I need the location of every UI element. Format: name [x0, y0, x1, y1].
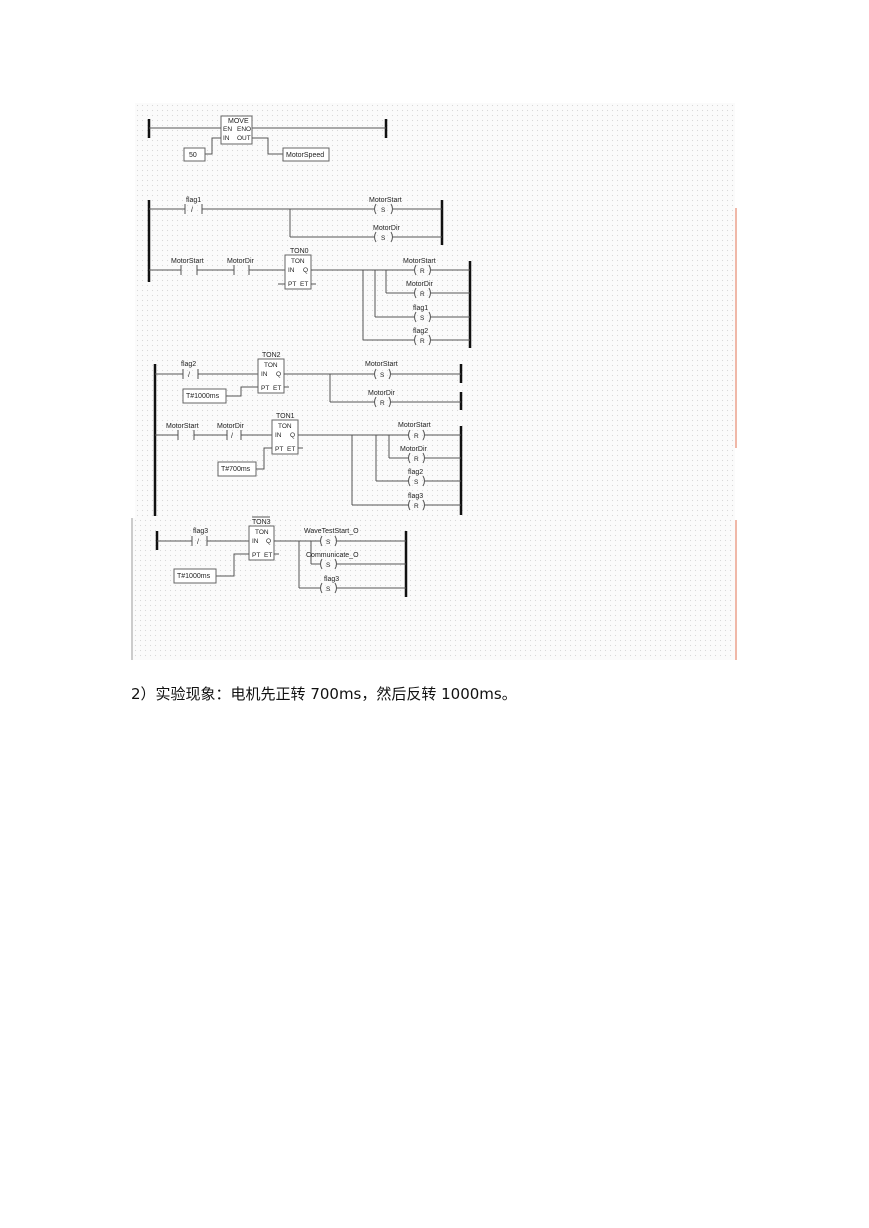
coil-type: S	[326, 586, 331, 593]
timer-type: TON	[264, 362, 278, 369]
move-pin-in: IN	[223, 135, 230, 142]
contact-negation: /	[231, 433, 233, 440]
coil-label: flag2	[413, 328, 428, 335]
coil-label: Communicate_O	[306, 552, 359, 559]
coil-label: flag3	[324, 576, 339, 583]
pt-value: T#700ms	[221, 466, 251, 473]
rung-6: / flag3 TON3 TON IN Q PT ET T#1000ms Wav…	[155, 516, 408, 597]
contact-label: MotorStart	[166, 423, 199, 430]
coil-label: MotorStart	[365, 361, 398, 368]
timer-type: TON	[255, 529, 269, 536]
coil-type: S	[326, 539, 331, 546]
move-title: MOVE	[228, 118, 249, 125]
contact-label: MotorDir	[227, 258, 255, 265]
rung-2: / flag1 MotorStart S MotorDir S	[147, 197, 444, 282]
contact-label-flag1: flag1	[186, 197, 201, 204]
timer-pin-pt: PT	[261, 385, 269, 392]
timer-name: TON1	[276, 413, 295, 420]
timer-pin-q: Q	[290, 432, 295, 439]
timer-name: TON3	[252, 519, 271, 526]
experiment-result-caption: 2）实验现象：电机先正转 700ms，然后反转 1000ms。	[131, 685, 517, 703]
move-pin-eno: ENO	[237, 126, 251, 133]
timer-block	[248, 525, 275, 561]
pt-value-box	[217, 461, 257, 477]
move-in-value: 50	[189, 152, 197, 159]
pt-value-box	[173, 568, 217, 584]
coil-type: S	[381, 207, 386, 214]
timer-pin-in: IN	[275, 432, 282, 439]
move-pin-en: EN	[223, 126, 232, 133]
coil-label: WaveTestStart_O	[304, 528, 359, 535]
timer-type: TON	[278, 423, 292, 430]
coil-type: S	[381, 235, 386, 242]
timer-pin-in: IN	[252, 538, 259, 545]
coil-type: R	[420, 338, 425, 345]
rung-move: MOVE EN ENO IN OUT 50 MotorSpeed	[147, 115, 388, 162]
coil-label: MotorDir	[400, 446, 428, 453]
timer-block	[257, 358, 285, 394]
ladder-panel-top	[135, 103, 735, 518]
timer-name: TON2	[262, 352, 281, 359]
coil-type: R	[414, 503, 419, 510]
timer-pin-pt: PT	[252, 552, 260, 559]
coil-label: MotorStart	[403, 258, 436, 265]
contact-label-flag2: flag2	[181, 361, 196, 368]
rung-3: MotorStart MotorDir TON0 TON IN Q PT ET …	[149, 248, 472, 348]
pt-value-box	[182, 388, 227, 404]
timer-pin-q: Q	[266, 538, 271, 545]
move-out-value: MotorSpeed	[286, 152, 324, 159]
ladder-panel-bottom	[133, 518, 735, 660]
coil-type: S	[326, 562, 331, 569]
contact-negation: /	[191, 207, 193, 214]
timer-pin-et: ET	[287, 446, 295, 453]
move-block	[220, 115, 253, 145]
timer-pin-in: IN	[261, 371, 268, 378]
rung-4: / flag2 TON2 TON IN Q PT ET T#1000ms Mot…	[153, 352, 463, 516]
coil-type: R	[420, 268, 425, 275]
coil-label: MotorStart	[369, 197, 402, 204]
timer-block	[284, 254, 312, 290]
coil-label: MotorDir	[368, 390, 396, 397]
timer-pin-pt: PT	[275, 446, 283, 453]
contact-label: MotorStart	[171, 258, 204, 265]
move-in-value-box	[183, 147, 206, 162]
coil-type: R	[380, 400, 385, 407]
coil-type: R	[414, 433, 419, 440]
coil-label: flag2	[408, 469, 423, 476]
pt-value: T#1000ms	[186, 393, 220, 400]
timer-pin-pt: PT	[288, 281, 296, 288]
timer-pin-et: ET	[273, 385, 281, 392]
coil-label: MotorStart	[398, 422, 431, 429]
timer-pin-q: Q	[303, 267, 308, 274]
coil-type: R	[420, 291, 425, 298]
rung-5: MotorStart / MotorDir TON1 TON IN Q PT E…	[155, 413, 463, 515]
coil-type: R	[414, 456, 419, 463]
timer-pin-et: ET	[264, 552, 272, 559]
pt-value: T#1000ms	[177, 573, 211, 580]
timer-pin-et: ET	[300, 281, 308, 288]
contact-negation: /	[197, 539, 199, 546]
contact-negation: /	[188, 372, 190, 379]
coil-type: S	[414, 479, 419, 486]
timer-pin-in: IN	[288, 267, 295, 274]
timer-pin-q: Q	[276, 371, 281, 378]
timer-type: TON	[291, 258, 305, 265]
timer-block	[271, 419, 299, 455]
coil-label: flag1	[413, 305, 428, 312]
move-out-value-box	[282, 147, 330, 162]
move-pin-out: OUT	[237, 135, 251, 142]
coil-type: S	[420, 315, 425, 322]
contact-label: MotorDir	[217, 423, 245, 430]
coil-label: MotorDir	[406, 281, 434, 288]
coil-label: flag3	[408, 493, 423, 500]
coil-label: MotorDir	[373, 225, 401, 232]
contact-label-flag3: flag3	[193, 528, 208, 535]
timer-name: TON0	[290, 248, 309, 255]
coil-type: S	[380, 372, 385, 379]
